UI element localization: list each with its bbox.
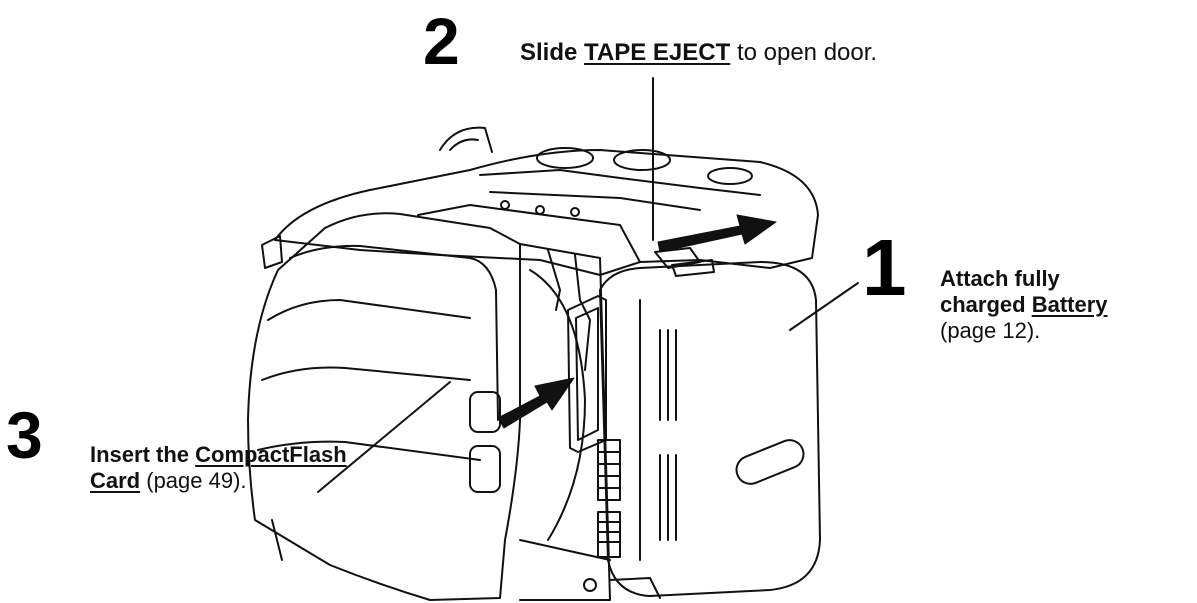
step-2-text-pre: Slide	[520, 39, 585, 66]
step-1-line-1: Attach fully	[940, 266, 1060, 291]
step-3-line-1-pre: Insert the	[90, 442, 196, 467]
eject-arrow	[657, 214, 777, 253]
step-1-line-2-pre: charged	[940, 292, 1032, 317]
step-3-number: 3	[6, 398, 43, 472]
door-latch	[469, 391, 501, 433]
leader-line-battery	[789, 282, 859, 331]
cassette-door	[247, 212, 521, 601]
step-3-line-2-post: (page 49).	[140, 468, 247, 493]
step-2-text-post: to open door.	[730, 39, 878, 66]
battery-label: Battery	[1031, 292, 1108, 317]
step-1-line-2: charged Battery	[940, 292, 1190, 318]
step-3-line-2: Card (page 49).	[90, 468, 470, 494]
step-1-number: 1	[862, 223, 907, 312]
step-1-line-3: (page 12).	[940, 318, 1041, 343]
tape-eject-label: TAPE EJECT	[584, 39, 731, 66]
step-3-line-1: Insert the CompactFlash	[90, 442, 470, 468]
step-2-number: 2	[423, 4, 460, 78]
step-3-caption: Insert the CompactFlash Card (page 49).	[90, 442, 470, 494]
step-2-caption: Slide TAPE EJECT to open door.	[520, 40, 877, 66]
leader-line-card	[317, 381, 451, 493]
battery-pack	[599, 261, 821, 599]
step-1-caption: Attach fully charged Battery (page 12).	[940, 266, 1190, 344]
compactflash-label: CompactFlash	[195, 442, 347, 467]
card-label: Card	[90, 468, 141, 493]
compactflash-slot	[567, 295, 621, 558]
insert-card-arrow	[497, 377, 575, 429]
camcorder-top-body	[274, 126, 819, 277]
